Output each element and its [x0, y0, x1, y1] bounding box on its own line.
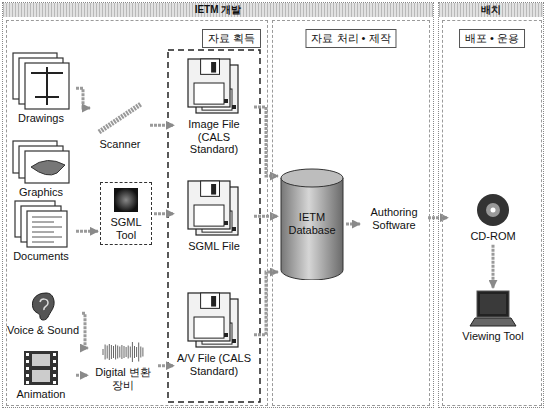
source-item: Graphics	[8, 140, 74, 199]
graphics-icon	[12, 140, 70, 184]
item-label: Authoring Software	[362, 206, 426, 231]
cd-icon	[473, 192, 513, 228]
source-item: Voice & Sound	[6, 290, 80, 337]
phase-panel: DrawingsGraphicsDocumentsVoice & SoundAn…	[6, 20, 268, 406]
item-label: Graphics	[8, 186, 74, 199]
source-item: Scanner	[92, 100, 148, 151]
source-item: Documents	[8, 200, 74, 263]
phase-label: 자료 처리 • 제작	[305, 29, 396, 48]
item-label: IETM Database	[280, 211, 344, 236]
phase-label: 자료 획득	[202, 29, 261, 48]
flow-arrow	[346, 223, 360, 226]
phase-panel: CD-ROM Viewing Tool 배포 • 운용	[442, 20, 542, 406]
item-label: Voice & Sound	[6, 324, 80, 337]
laptop-icon	[469, 290, 517, 328]
flow-arrow	[150, 124, 174, 127]
flow-arrow	[254, 215, 278, 218]
item-label: Viewing Tool	[450, 330, 536, 343]
item-label: SGML File	[176, 240, 252, 253]
item-label: A/V File (CALS Standard)	[176, 352, 252, 377]
source-item: Digital 변환장비	[90, 340, 156, 391]
source-item: Image File (CALS Standard)	[176, 58, 252, 156]
source-item: Animation	[8, 350, 74, 401]
sgml-icon	[112, 186, 140, 214]
flow-arrow	[76, 88, 90, 108]
scanner-icon	[95, 100, 145, 136]
item-label: Drawings	[8, 112, 74, 125]
item-label: Digital 변환장비	[90, 366, 156, 391]
flow-arrow	[76, 374, 88, 377]
item-label: Animation	[8, 388, 74, 401]
drawings-icon	[12, 52, 70, 110]
item-label: Scanner	[92, 138, 148, 151]
phase-panel: IETM Database Authoring Software 자료 처리 • 제…	[272, 20, 430, 406]
item-label: Documents	[8, 250, 74, 263]
stage-header: 배치	[439, 3, 543, 17]
flow-arrow	[492, 245, 495, 288]
item-label: SGML Tool	[103, 216, 149, 241]
source-item: Authoring Software	[362, 204, 426, 231]
stage-panel: DrawingsGraphicsDocumentsVoice & SoundAn…	[2, 2, 434, 408]
item-label: CD-ROM	[450, 230, 536, 243]
flow-arrow	[158, 364, 174, 367]
source-item: CD-ROM	[450, 192, 536, 243]
source-item: Drawings	[8, 52, 74, 125]
flow-arrow	[254, 107, 278, 176]
flow-arrow	[82, 313, 88, 348]
phase-label: 배포 • 운용	[459, 29, 525, 48]
source-item: SGML File	[176, 180, 252, 253]
source-item: SGML Tool	[100, 182, 152, 245]
stage-panel: CD-ROM Viewing Tool 배포 • 운용 배치	[438, 2, 544, 408]
source-item: A/V File (CALS Standard)	[176, 292, 252, 377]
voice-icon	[28, 290, 58, 322]
item-label: Image File (CALS Standard)	[176, 118, 252, 156]
file-group-box	[168, 50, 260, 402]
database-cylinder: IETM Database	[280, 168, 344, 280]
digital-icon	[101, 340, 145, 364]
flow-arrow	[254, 272, 278, 335]
anim-icon	[20, 350, 62, 386]
documents-icon	[14, 200, 68, 248]
source-item: Viewing Tool	[450, 290, 536, 343]
floppy-icon	[186, 180, 242, 238]
floppy-icon	[186, 58, 242, 116]
floppy-icon	[186, 292, 242, 350]
stage-header: IETM 개발	[3, 3, 433, 17]
flow-arrow	[154, 212, 174, 215]
flow-arrow	[76, 230, 98, 233]
